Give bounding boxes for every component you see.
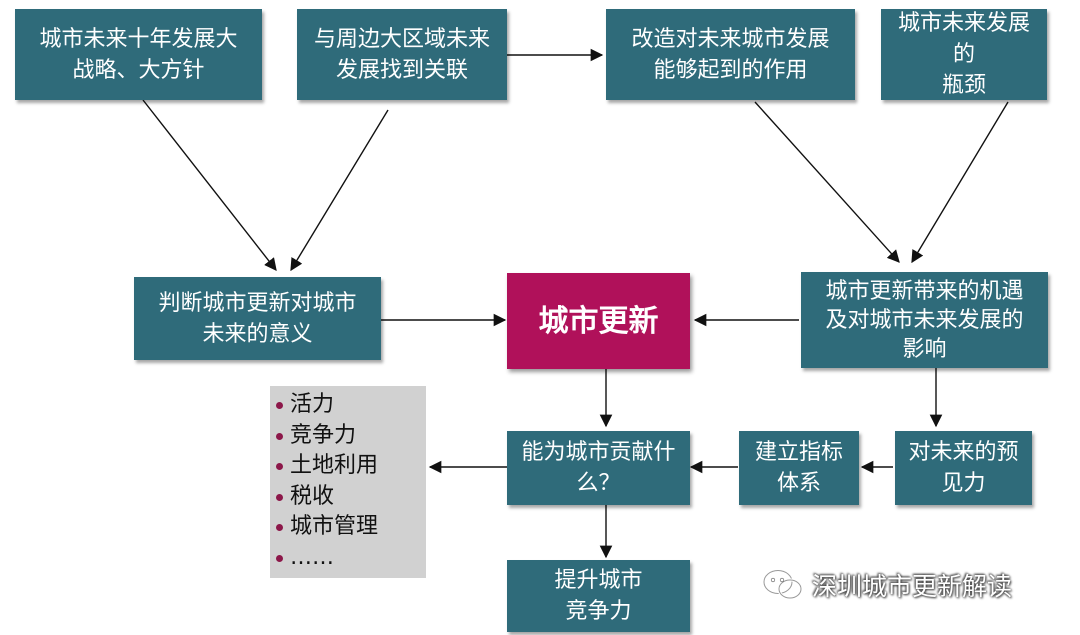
wechat-icon bbox=[762, 569, 803, 600]
list-item: 土地利用 bbox=[274, 451, 426, 482]
watermark-text: 深圳城市更新解读 bbox=[812, 572, 1013, 601]
list-item-label: 土地利用 bbox=[290, 453, 379, 478]
box-strategy: 城市未来十年发展大 战略、大方针 bbox=[15, 9, 262, 100]
box-foresight: 对未来的预 见力 bbox=[895, 431, 1032, 505]
list-item-label: 竞争力 bbox=[290, 422, 357, 448]
watermark: 深圳城市更新解读 bbox=[762, 565, 1012, 605]
box-transform-role: 改造对未来城市发展 能够起到的作用 bbox=[606, 9, 855, 100]
bullet-icon bbox=[276, 463, 283, 470]
bullet-icon bbox=[276, 554, 283, 562]
list-item: 税收 bbox=[274, 482, 426, 513]
box-region-link: 与周边大区域未来 发展找到关联 bbox=[297, 9, 507, 100]
list-item-label: 活力 bbox=[290, 392, 335, 417]
list-item-label: 税收 bbox=[290, 483, 335, 509]
bullet-icon bbox=[276, 524, 283, 531]
arrow-bottleneck-to-opportunity bbox=[911, 101, 1009, 264]
arrow-strategy-to-judge bbox=[142, 99, 277, 271]
contribution-list: 活力竞争力土地利用税收城市管理 …… bbox=[270, 386, 426, 578]
bullet-icon bbox=[276, 493, 283, 501]
box-competitiveness: 提升城市 竞争力 bbox=[507, 560, 690, 632]
list-item-label: …… bbox=[290, 544, 334, 570]
list-item: 活力 bbox=[274, 390, 426, 421]
arrow-transform-to-opportunity bbox=[754, 101, 900, 263]
box-bottleneck: 城市未来发展的 瓶颈 bbox=[881, 9, 1047, 100]
list-item: 竞争力 bbox=[274, 421, 426, 452]
list-item: …… bbox=[274, 543, 426, 574]
bullet-icon bbox=[276, 402, 283, 409]
arrow-region-to-judge bbox=[290, 109, 389, 272]
list-item: 城市管理 bbox=[274, 512, 426, 543]
box-center-urban-renewal: 城市更新 bbox=[507, 273, 690, 369]
box-opportunity: 城市更新带来的机遇 及对城市未来发展的 影响 bbox=[801, 272, 1048, 368]
bullet-icon bbox=[276, 432, 283, 440]
box-contribute: 能为城市贡献什 么？ bbox=[507, 431, 690, 505]
list-item-label: 城市管理 bbox=[290, 514, 379, 539]
box-judge-meaning: 判断城市更新对城市 未来的意义 bbox=[134, 277, 381, 360]
box-indicators: 建立指标 体系 bbox=[739, 431, 859, 505]
contribution-list-items: 活力竞争力土地利用税收城市管理 …… bbox=[274, 390, 426, 573]
